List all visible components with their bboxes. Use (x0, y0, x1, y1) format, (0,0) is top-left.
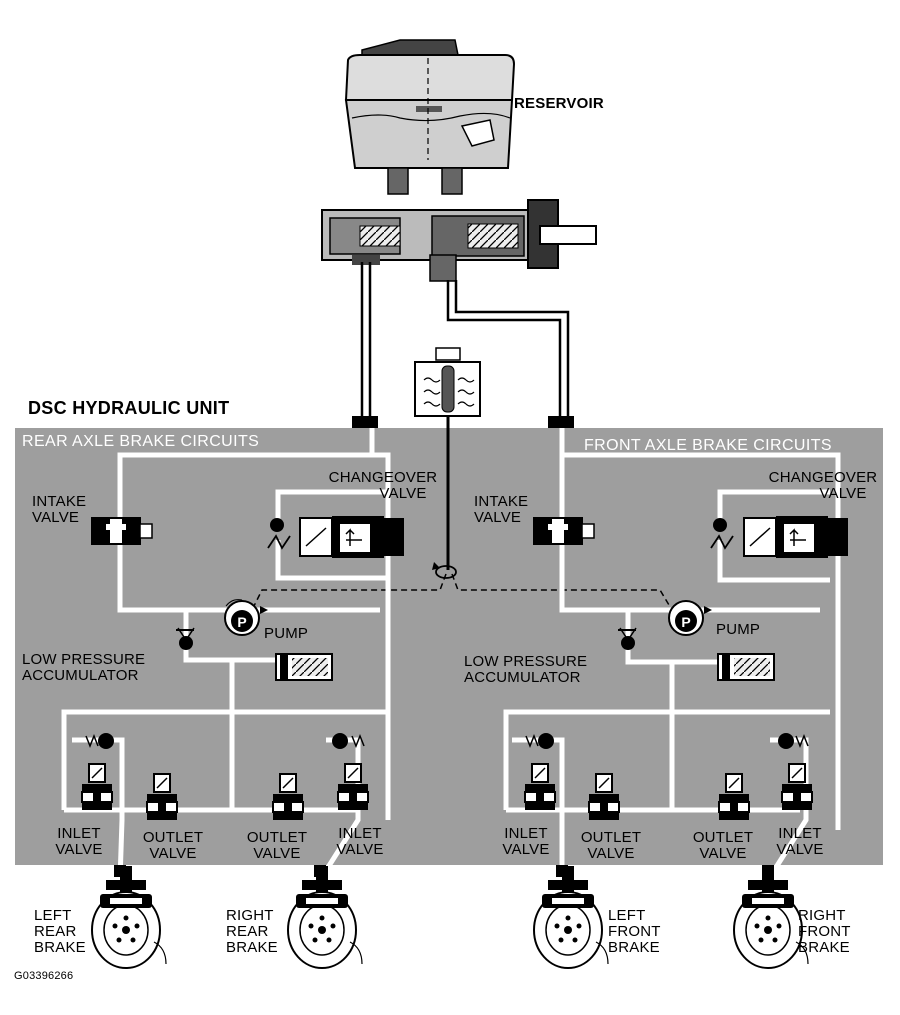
rear-pump: P (224, 599, 268, 636)
rear-pump-symbol: P (237, 614, 246, 630)
left-front-brake (533, 865, 609, 969)
pump-motor (251, 416, 673, 611)
front-pump: P (668, 600, 712, 636)
front-pump-symbol: P (681, 614, 690, 630)
rear-check-valves-bottom (85, 733, 365, 749)
front-intake-valve (533, 517, 595, 545)
front-low-pressure-accumulator (717, 653, 775, 681)
reservoir (344, 39, 516, 195)
dsc-unit-title: DSC HYDRAULIC UNIT (28, 398, 230, 418)
right-rear-brake (287, 865, 363, 969)
rear-intake-valve (91, 517, 153, 545)
front-axle-label: FRONT AXLE BRAKE CIRCUITS (584, 437, 832, 454)
front-pump-label: PUMP (716, 621, 761, 638)
front-circuit-lines (503, 428, 841, 882)
master-cylinder (321, 199, 597, 282)
front-check-valve (618, 627, 637, 650)
left-rear-brake (91, 865, 167, 969)
rear-check-valve (176, 627, 195, 650)
reservoir-label: RESERVOIR (514, 95, 604, 112)
figure-id: G03396266 (14, 970, 74, 982)
front-changeover-valve (710, 516, 848, 558)
rear-pump-label: PUMP (264, 625, 309, 642)
right-front-brake (733, 865, 809, 969)
front-check-valves-bottom (525, 733, 809, 749)
rear-circuit-lines (61, 428, 391, 882)
supply-lines (352, 262, 574, 428)
brake-lines (114, 865, 774, 877)
rear-axle-label: REAR AXLE BRAKE CIRCUITS (22, 433, 260, 450)
rear-changeover-valve (267, 516, 404, 558)
pressure-sensor (414, 347, 481, 417)
rear-low-pressure-accumulator (275, 653, 333, 681)
